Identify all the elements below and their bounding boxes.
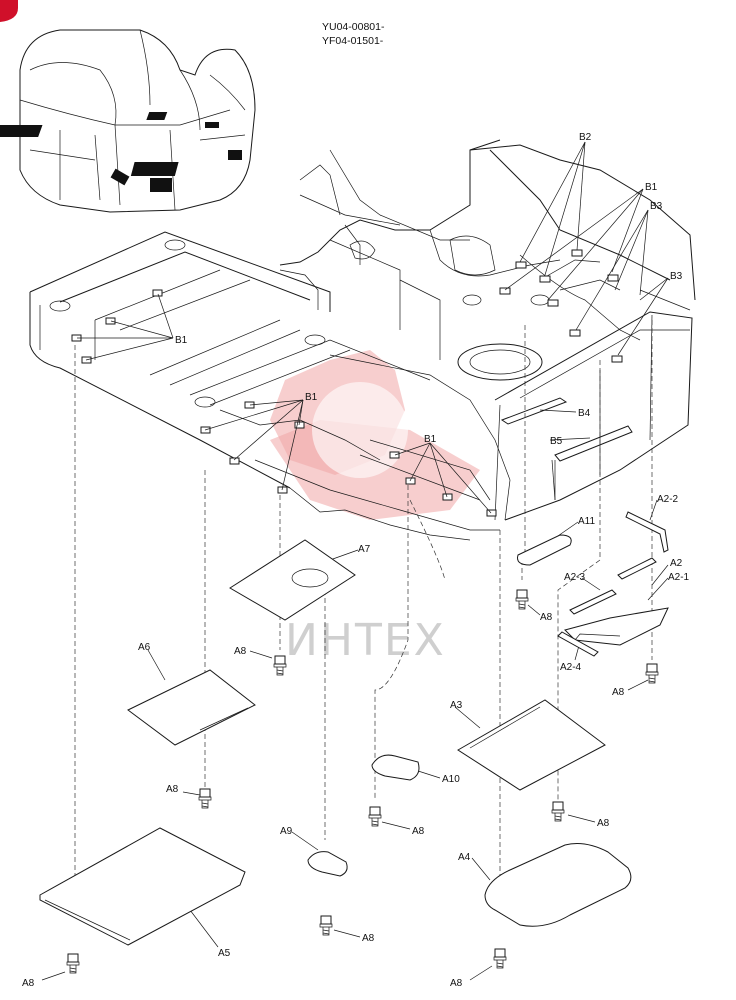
leader-lines [41,141,669,981]
part-a3 [457,699,606,791]
inset-marked-panel-2 [110,168,130,186]
label-a8-3: A8 [612,687,625,698]
bolt-icon [198,788,212,809]
watermark-text: ИНТЕХ [285,615,446,666]
part-a2-2 [625,511,669,553]
label-b1-center: B1 [424,434,437,445]
label-a8-7: A8 [362,933,375,944]
strip-b5 [554,425,633,462]
header-code-2: YF04-01501- [322,35,384,47]
upper-frame [29,139,696,541]
label-a8-1: A8 [234,646,247,657]
label-a8-6: A8 [597,818,610,829]
label-a8-8: A8 [22,978,35,989]
inset-marked-panel-3 [150,178,172,192]
part-a10 [371,754,420,781]
label-a10: A10 [442,774,460,785]
label-a6: A6 [138,642,151,653]
part-a2-4 [557,631,599,657]
label-b1-mid: B1 [305,392,318,403]
inset-marked-panel-7 [205,122,219,128]
label-b3-b: B3 [670,271,683,282]
bolt-icon [645,663,659,684]
label-a8-2: A8 [540,612,553,623]
label-a2-1: A2-1 [668,572,690,583]
bolt-icon [493,948,507,969]
part-a6 [127,669,256,746]
label-b3-a: B3 [650,201,663,212]
bolt-icon-group [66,589,659,974]
header-code-1: YU04-00801- [322,21,385,33]
inset-marked-panel-4 [130,162,179,176]
label-a11: A11 [578,516,595,527]
label-a3: A3 [450,700,463,711]
part-a2-1-strip [617,557,657,580]
strip-b4 [500,397,568,425]
bolt-icon [551,801,565,822]
label-a2: A2 [670,558,683,569]
part-a11 [517,534,572,566]
part-a2-3 [569,589,617,615]
label-b1-left: B1 [175,335,188,346]
bolt-icon [66,953,80,974]
label-a8-5: A8 [412,826,425,837]
b1-pads-center [389,451,497,517]
bolt-icon [319,915,333,936]
label-a2-3: A2-3 [564,572,586,583]
inset-marked-panel-6 [146,112,168,120]
watermark-logo [270,350,480,520]
bolt-icon [273,655,287,676]
label-b4: B4 [578,408,591,419]
label-a2-2: A2-2 [657,494,679,505]
label-b1-top: B1 [645,182,658,193]
label-a9: A9 [280,826,293,837]
b2-b3-pads-top [499,249,623,363]
part-a9 [307,851,348,877]
machine-inset [0,29,256,213]
swing-bearing-opening [457,343,543,381]
label-a5: A5 [218,948,231,959]
inset-marked-panel-1 [0,125,43,137]
inset-marked-panel-5 [228,150,242,160]
bolt-icon [515,589,529,610]
part-a4 [484,843,632,927]
label-a8-9: A8 [450,978,463,989]
corner-badge [0,0,18,22]
label-a2-4: A2-4 [560,662,582,673]
part-a2 [564,607,669,646]
label-a7: A7 [358,544,371,555]
label-b2: B2 [579,132,592,143]
label-b5: B5 [550,436,563,447]
bolt-icon [368,806,382,827]
alignment-lines [74,320,653,880]
label-a8-4: A8 [166,784,179,795]
label-a4: A4 [458,852,471,863]
part-a5 [39,827,246,946]
